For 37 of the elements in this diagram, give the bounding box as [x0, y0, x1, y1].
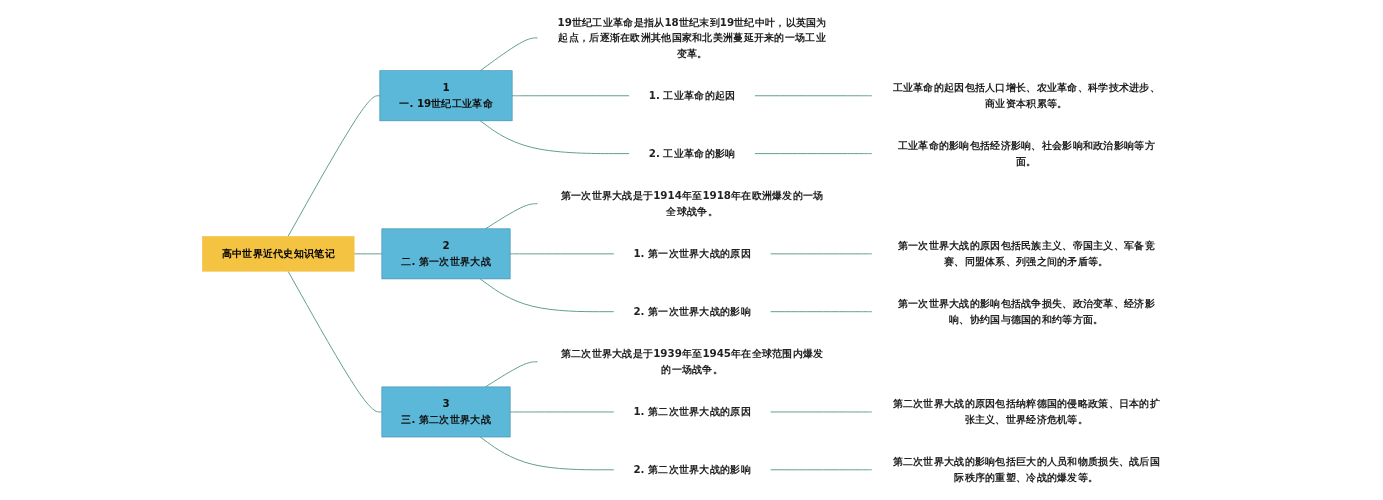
- connector: [479, 436, 615, 471]
- node-text: 1. 第二次世界大战的原因: [633, 405, 751, 418]
- node-text: 1. 第一次世界大战的原因: [633, 247, 751, 260]
- connector: [479, 37, 539, 72]
- node-text: 第二次世界大战是于1939年至1945年在全球范围内爆发的一场战争。: [560, 347, 824, 376]
- node-text: 第二次世界大战的影响包括巨大的人员和物质损失、战后国际秩序的重塑、冷战的爆发等。: [892, 455, 1160, 484]
- connector: [485, 361, 539, 388]
- node-text: 2. 第二次世界大战的影响: [633, 463, 751, 476]
- node-text: 第一次世界大战的影响包括战争损失、政治变革、经济影响、协约国与德国的和约等方面。: [897, 297, 1155, 326]
- node-text: 1. 工业革命的起因: [648, 89, 736, 102]
- connector: [353, 253, 383, 255]
- connector: [479, 120, 630, 155]
- node-text: 第一次世界大战的原因包括民族主义、帝国主义、军备竞赛、同盟体系、列强之间的矛盾等。: [897, 239, 1155, 268]
- node-box: 高中世界近代史知识笔记: [202, 236, 355, 272]
- connector: [479, 278, 615, 313]
- node-text: 2. 工业革命的影响: [648, 147, 736, 160]
- node-text: 工业革命的影响包括经济影响、社会影响和政治影响等方面。: [897, 139, 1155, 168]
- connector: [485, 203, 539, 230]
- connector: [509, 411, 615, 413]
- connector: [509, 253, 615, 255]
- node-text: 19世纪工业革命是指从18世纪末到19世纪中叶，以英国为起点，后逐渐在欧洲其他国家和北美洲蔓延开来的一场工业变革。: [557, 16, 827, 60]
- node-box: 2 二. 第一次世界大战: [381, 228, 511, 280]
- connector: [754, 95, 873, 97]
- connector: [511, 95, 630, 97]
- connector: [769, 311, 873, 313]
- connector: [769, 469, 873, 471]
- node-text: 第一次世界大战是于1914年至1918年在欧洲爆发的一场全球战争。: [560, 189, 824, 218]
- connector: [287, 270, 383, 413]
- node-text: 第二次世界大战的原因包括纳粹德国的侵略政策、日本的扩张主义、世界经济危机等。: [892, 397, 1160, 426]
- connector: [287, 95, 381, 237]
- node-box: 3 三. 第二次世界大战: [381, 386, 511, 438]
- connector: [769, 253, 873, 255]
- node-box: 1 一. 19世纪工业革命: [379, 70, 513, 122]
- connector: [769, 411, 873, 413]
- node-text: 工业革命的起因包括人口增长、农业革命、科学技术进步、商业资本积累等。: [892, 81, 1160, 110]
- node-text: 2. 第一次世界大战的影响: [633, 305, 751, 318]
- connector: [754, 153, 873, 155]
